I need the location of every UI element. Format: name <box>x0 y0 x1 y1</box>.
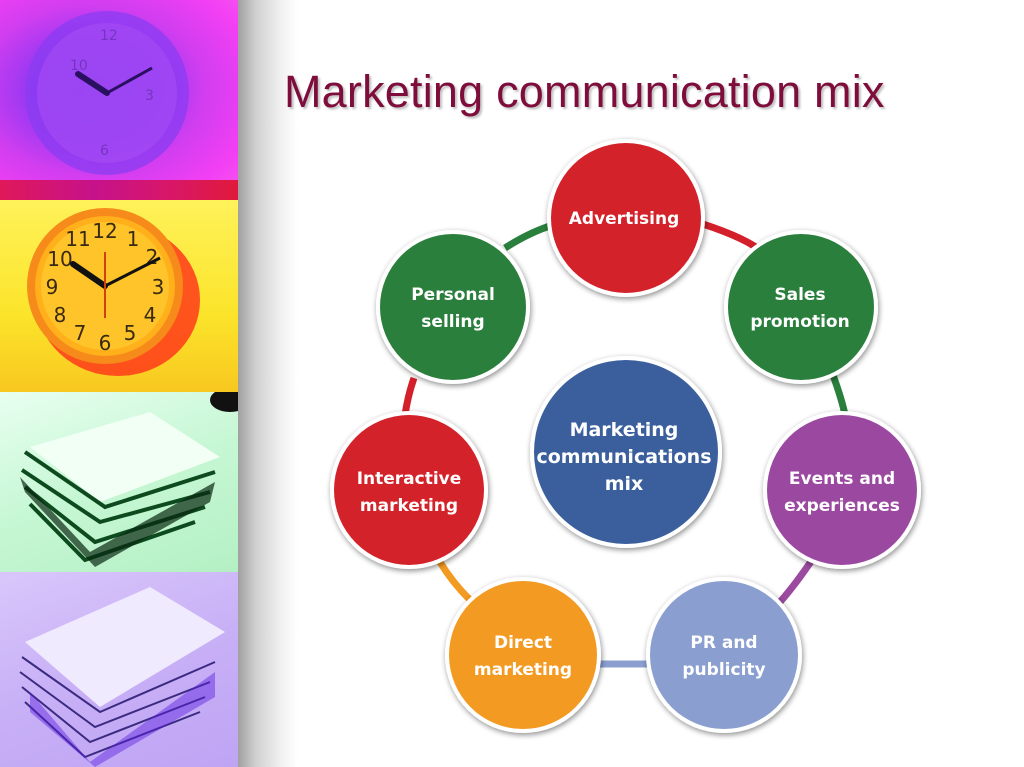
clock-icon: 12 10 3 6 <box>25 11 189 175</box>
clock-icon: 12 1 2 3 4 5 6 7 8 9 10 11 <box>27 208 200 376</box>
connector-direct-interactive <box>436 560 473 603</box>
left-image-strip: 12 10 3 6 12 1 2 3 4 5 6 7 8 9 10 11 <box>0 0 238 767</box>
center-label-line-1: Marketing <box>570 419 679 441</box>
center-node <box>530 356 722 548</box>
sales-promotion-label-1: Sales <box>774 285 825 305</box>
node-pr-publicity <box>646 577 802 733</box>
connector-personal-advertising <box>503 221 555 251</box>
events-label-1: Events and <box>789 469 895 489</box>
node-direct-marketing <box>445 577 601 733</box>
node-sales-promotion <box>724 230 878 384</box>
advertising-label: Advertising <box>569 209 680 229</box>
svg-text:12: 12 <box>92 219 117 243</box>
personal-selling-label-2: selling <box>421 312 484 332</box>
papers-icon <box>20 392 238 567</box>
purple-clock-image: 12 10 3 6 <box>0 0 238 200</box>
svg-text:6: 6 <box>100 143 109 159</box>
svg-text:9: 9 <box>46 275 59 299</box>
svg-text:3: 3 <box>152 275 165 299</box>
node-advertising <box>547 139 705 297</box>
svg-text:11: 11 <box>65 227 90 251</box>
interactive-label-2: marketing <box>360 496 458 516</box>
svg-text:4: 4 <box>144 303 157 327</box>
svg-text:8: 8 <box>54 303 67 327</box>
connector-interactive-personal <box>401 376 418 416</box>
direct-label-2: marketing <box>474 660 572 680</box>
svg-text:7: 7 <box>74 321 87 345</box>
svg-text:1: 1 <box>127 227 140 251</box>
svg-text:6: 6 <box>99 331 112 355</box>
center-label-line-3: mix <box>605 473 644 495</box>
events-label-2: experiences <box>784 496 900 516</box>
sales-promotion-label-2: promotion <box>750 312 849 332</box>
direct-label-1: Direct <box>494 633 552 653</box>
svg-text:12: 12 <box>100 28 118 44</box>
purple-panel-bar <box>0 180 238 200</box>
node-events-experiences <box>763 411 921 569</box>
green-papers-image <box>0 392 238 572</box>
personal-selling-label-1: Personal <box>411 285 495 305</box>
yellow-clock-image: 12 1 2 3 4 5 6 7 8 9 10 11 <box>0 200 238 392</box>
svg-text:10: 10 <box>47 247 72 271</box>
connector-events-pr <box>777 558 815 605</box>
strip-shadow <box>238 0 298 767</box>
slide-title: Marketing communication mix <box>284 66 885 117</box>
violet-papers-image <box>0 572 238 767</box>
connector-sales-events <box>829 373 849 416</box>
svg-text:3: 3 <box>145 88 154 104</box>
pr-label-1: PR and <box>690 633 757 653</box>
svg-text:5: 5 <box>124 321 137 345</box>
node-interactive-marketing <box>330 411 488 569</box>
node-personal-selling <box>376 230 530 384</box>
pr-label-2: publicity <box>682 660 765 680</box>
interactive-label-1: Interactive <box>357 469 462 489</box>
center-label-line-2: communications <box>536 446 711 468</box>
svg-text:10: 10 <box>70 58 88 74</box>
papers-icon <box>19 587 225 767</box>
